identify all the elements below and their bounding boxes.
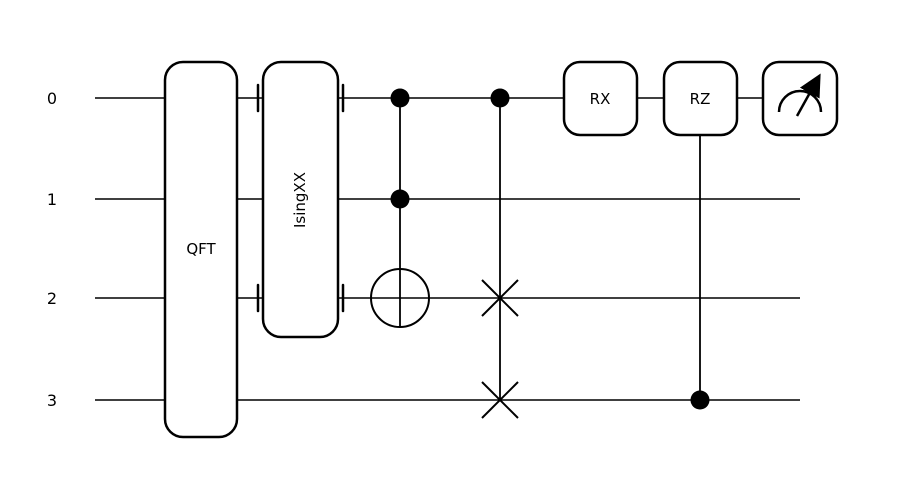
rz-gate-box bbox=[662, 60, 739, 137]
rx-gate-box bbox=[562, 60, 639, 137]
qft-gate-box bbox=[163, 60, 239, 439]
rz-gate-label: RZ bbox=[690, 90, 711, 108]
cswap-control-dot-wire0 bbox=[490, 88, 510, 108]
crz-control-dot-wire3 bbox=[690, 390, 710, 410]
measurement-box bbox=[761, 60, 839, 137]
wire-label-1: 1 bbox=[47, 190, 57, 209]
swap-cross-wire2 bbox=[481, 279, 519, 317]
qft-gate-label: QFT bbox=[186, 240, 216, 258]
toffoli-control-dot-wire0 bbox=[390, 88, 410, 108]
isingxx-gate-box bbox=[261, 60, 340, 339]
toffoli-target-circle bbox=[370, 268, 430, 328]
toffoli-control-dot-wire1 bbox=[390, 189, 410, 209]
swap-cross-wire3 bbox=[481, 381, 519, 419]
rx-gate-label: RX bbox=[590, 90, 611, 108]
isingxx-gate-label: IsingXX bbox=[291, 172, 309, 228]
measurement-needle-arrow-icon bbox=[795, 73, 821, 117]
wire-label-0: 0 bbox=[47, 89, 57, 108]
wire-label-3: 3 bbox=[47, 391, 57, 410]
wire-label-2: 2 bbox=[47, 289, 57, 308]
